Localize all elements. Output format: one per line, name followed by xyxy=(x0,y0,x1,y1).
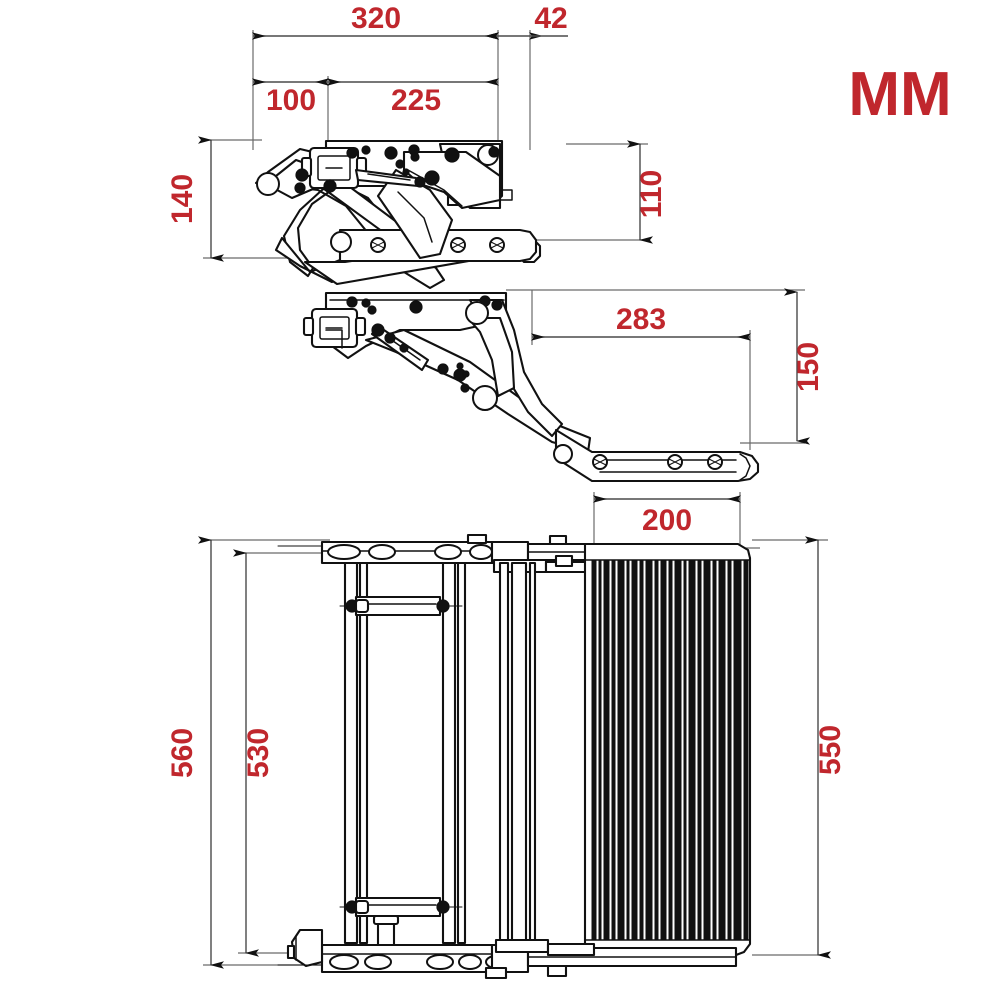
view-folded-side: 320 42 100 225 140 xyxy=(166,2,668,290)
dimension-140: 140 xyxy=(166,136,224,262)
folded-mechanism-geometry xyxy=(254,139,542,290)
dimension-42-label: 42 xyxy=(534,2,567,35)
view-extended-side: 283 150 xyxy=(302,288,825,483)
unit-label: MM xyxy=(848,60,951,129)
dimension-100-label: 100 xyxy=(266,84,316,117)
extended-mechanism-geometry xyxy=(302,291,760,483)
dimension-550-label: 550 xyxy=(814,725,847,775)
view-plan: 200 560 530 550 xyxy=(166,492,847,980)
dimension-225: 225 xyxy=(327,78,499,117)
frame-rails xyxy=(343,561,537,945)
dimension-150-label: 150 xyxy=(792,342,825,392)
dimension-110: 110 xyxy=(627,140,668,244)
dimension-110-label: 110 xyxy=(635,170,668,218)
tread-slats xyxy=(591,559,749,941)
dimension-100: 100 xyxy=(252,78,329,117)
dimension-550: 550 xyxy=(805,536,847,959)
dimension-283-label: 283 xyxy=(616,303,666,336)
dimension-200: 200 xyxy=(593,495,741,537)
dimension-320-label: 320 xyxy=(351,2,401,35)
dimension-42: 42 xyxy=(485,2,568,40)
dimension-150: 150 xyxy=(784,288,825,445)
dimension-560: 560 xyxy=(166,536,224,969)
dimension-140-label: 140 xyxy=(166,174,199,224)
dimension-320: 320 xyxy=(252,2,499,40)
plan-geometry xyxy=(277,533,752,980)
dimension-283: 283 xyxy=(531,303,751,341)
dimension-530-label: 530 xyxy=(242,728,275,778)
dimension-225-label: 225 xyxy=(391,84,441,117)
dimension-530: 530 xyxy=(233,549,275,957)
dimension-560-label: 560 xyxy=(166,728,199,778)
dimension-200-label: 200 xyxy=(642,504,692,537)
